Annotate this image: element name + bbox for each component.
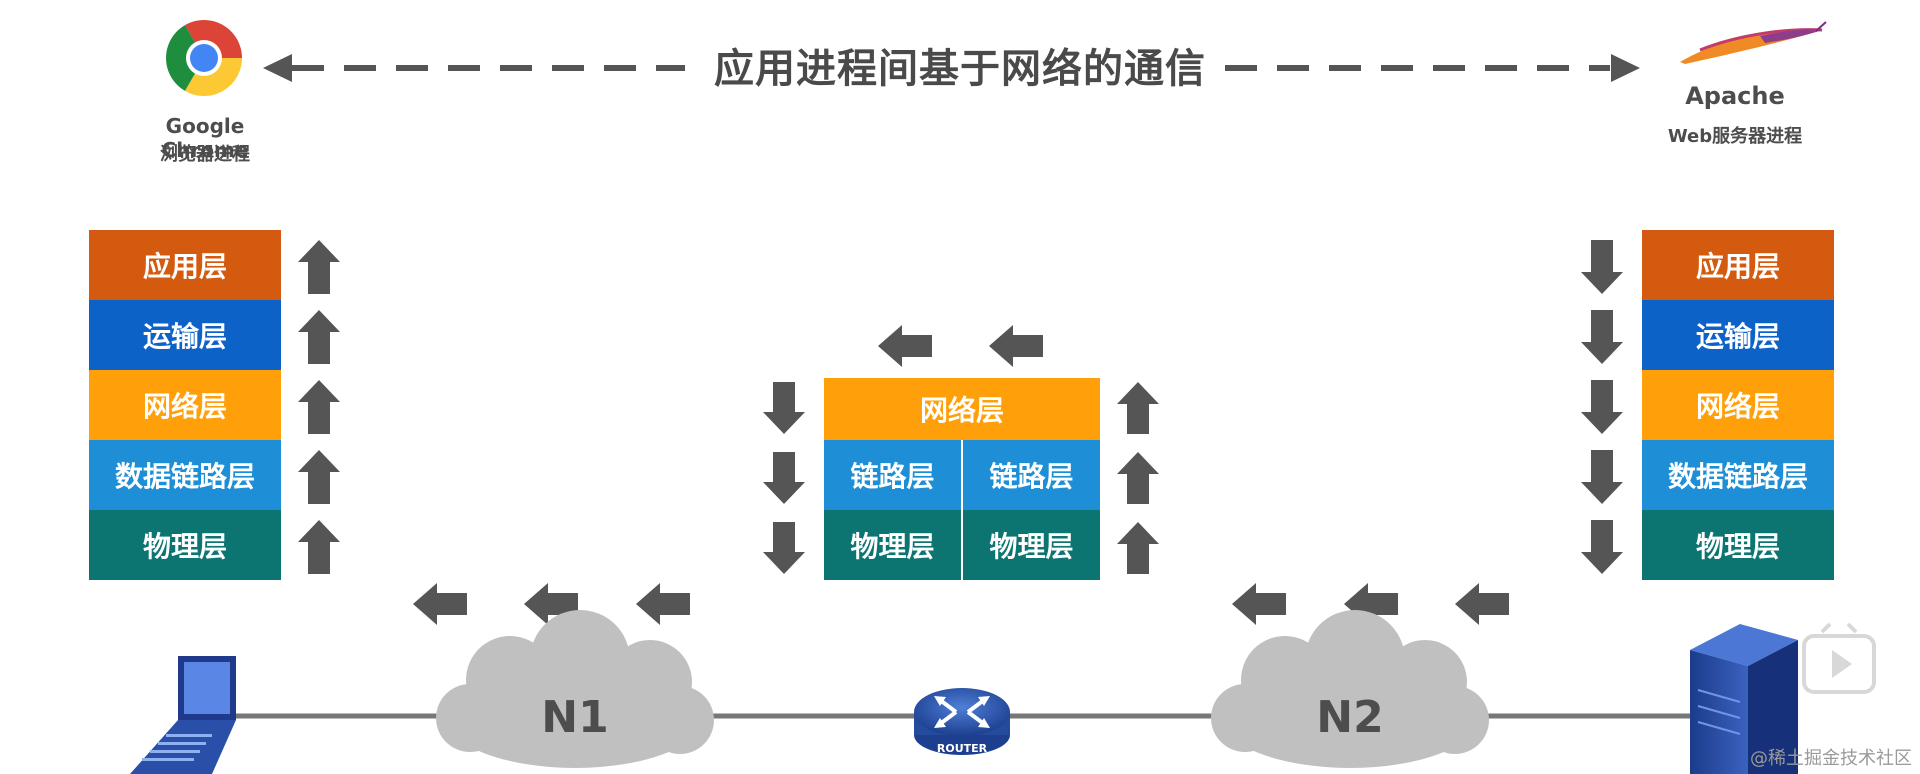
left-app-subtitle: 浏览器进程: [160, 144, 250, 165]
router-physical-layer-right: 物理层: [963, 510, 1100, 580]
router-up-arrows: [1117, 382, 1159, 574]
top-dashed-arrow-right: [1225, 54, 1640, 82]
watermark: @稀土掘金技术社区: [1750, 748, 1912, 769]
play-icon[interactable]: [1802, 622, 1876, 694]
right-physical-layer: 物理层: [1642, 510, 1834, 580]
right-application-layer: 应用层: [1642, 230, 1834, 300]
left-network-layer: 网络层: [89, 370, 281, 440]
top-dashed-arrow-left: [263, 54, 685, 82]
left-physical-layer: 物理层: [89, 510, 281, 580]
router-top-left-arrows: [878, 325, 1043, 367]
n2-label: N2: [1316, 692, 1384, 743]
router-down-arrows: [763, 382, 805, 574]
n1-left-arrows: [413, 583, 690, 625]
page-title: 应用进程间基于网络的通信: [714, 46, 1206, 92]
cloud-n2: [1211, 610, 1489, 768]
server-icon: [1690, 624, 1798, 774]
cloud-n1: [436, 610, 714, 768]
right-datalink-layer: 数据链路层: [1642, 440, 1834, 510]
left-datalink-layer: 数据链路层: [89, 440, 281, 510]
chrome-icon: [166, 20, 242, 96]
right-transport-layer: 运输层: [1642, 300, 1834, 370]
left-transport-layer: 运输层: [89, 300, 281, 370]
router-link-layer-right: 链路层: [963, 440, 1100, 510]
laptop-icon: [130, 656, 236, 774]
router-network-layer: 网络层: [824, 378, 1100, 440]
router-physical-layer-left: 物理层: [824, 510, 961, 580]
n2-left-arrows: [1232, 583, 1509, 625]
apache-feather-icon: [1680, 21, 1827, 64]
right-down-arrows: [1581, 240, 1623, 574]
left-up-arrows: [298, 240, 340, 574]
left-app-name: Google Chrome: [161, 114, 249, 162]
n1-label: N1: [541, 692, 609, 743]
right-app-subtitle: Web服务器进程: [1667, 126, 1803, 147]
right-network-layer: 网络层: [1642, 370, 1834, 440]
router-link-layer-left: 链路层: [824, 440, 961, 510]
left-application-layer: 应用层: [89, 230, 281, 300]
router-icon: [914, 688, 1010, 755]
router-label: ROUTER: [936, 742, 988, 755]
right-app-name: Apache: [1685, 82, 1785, 110]
